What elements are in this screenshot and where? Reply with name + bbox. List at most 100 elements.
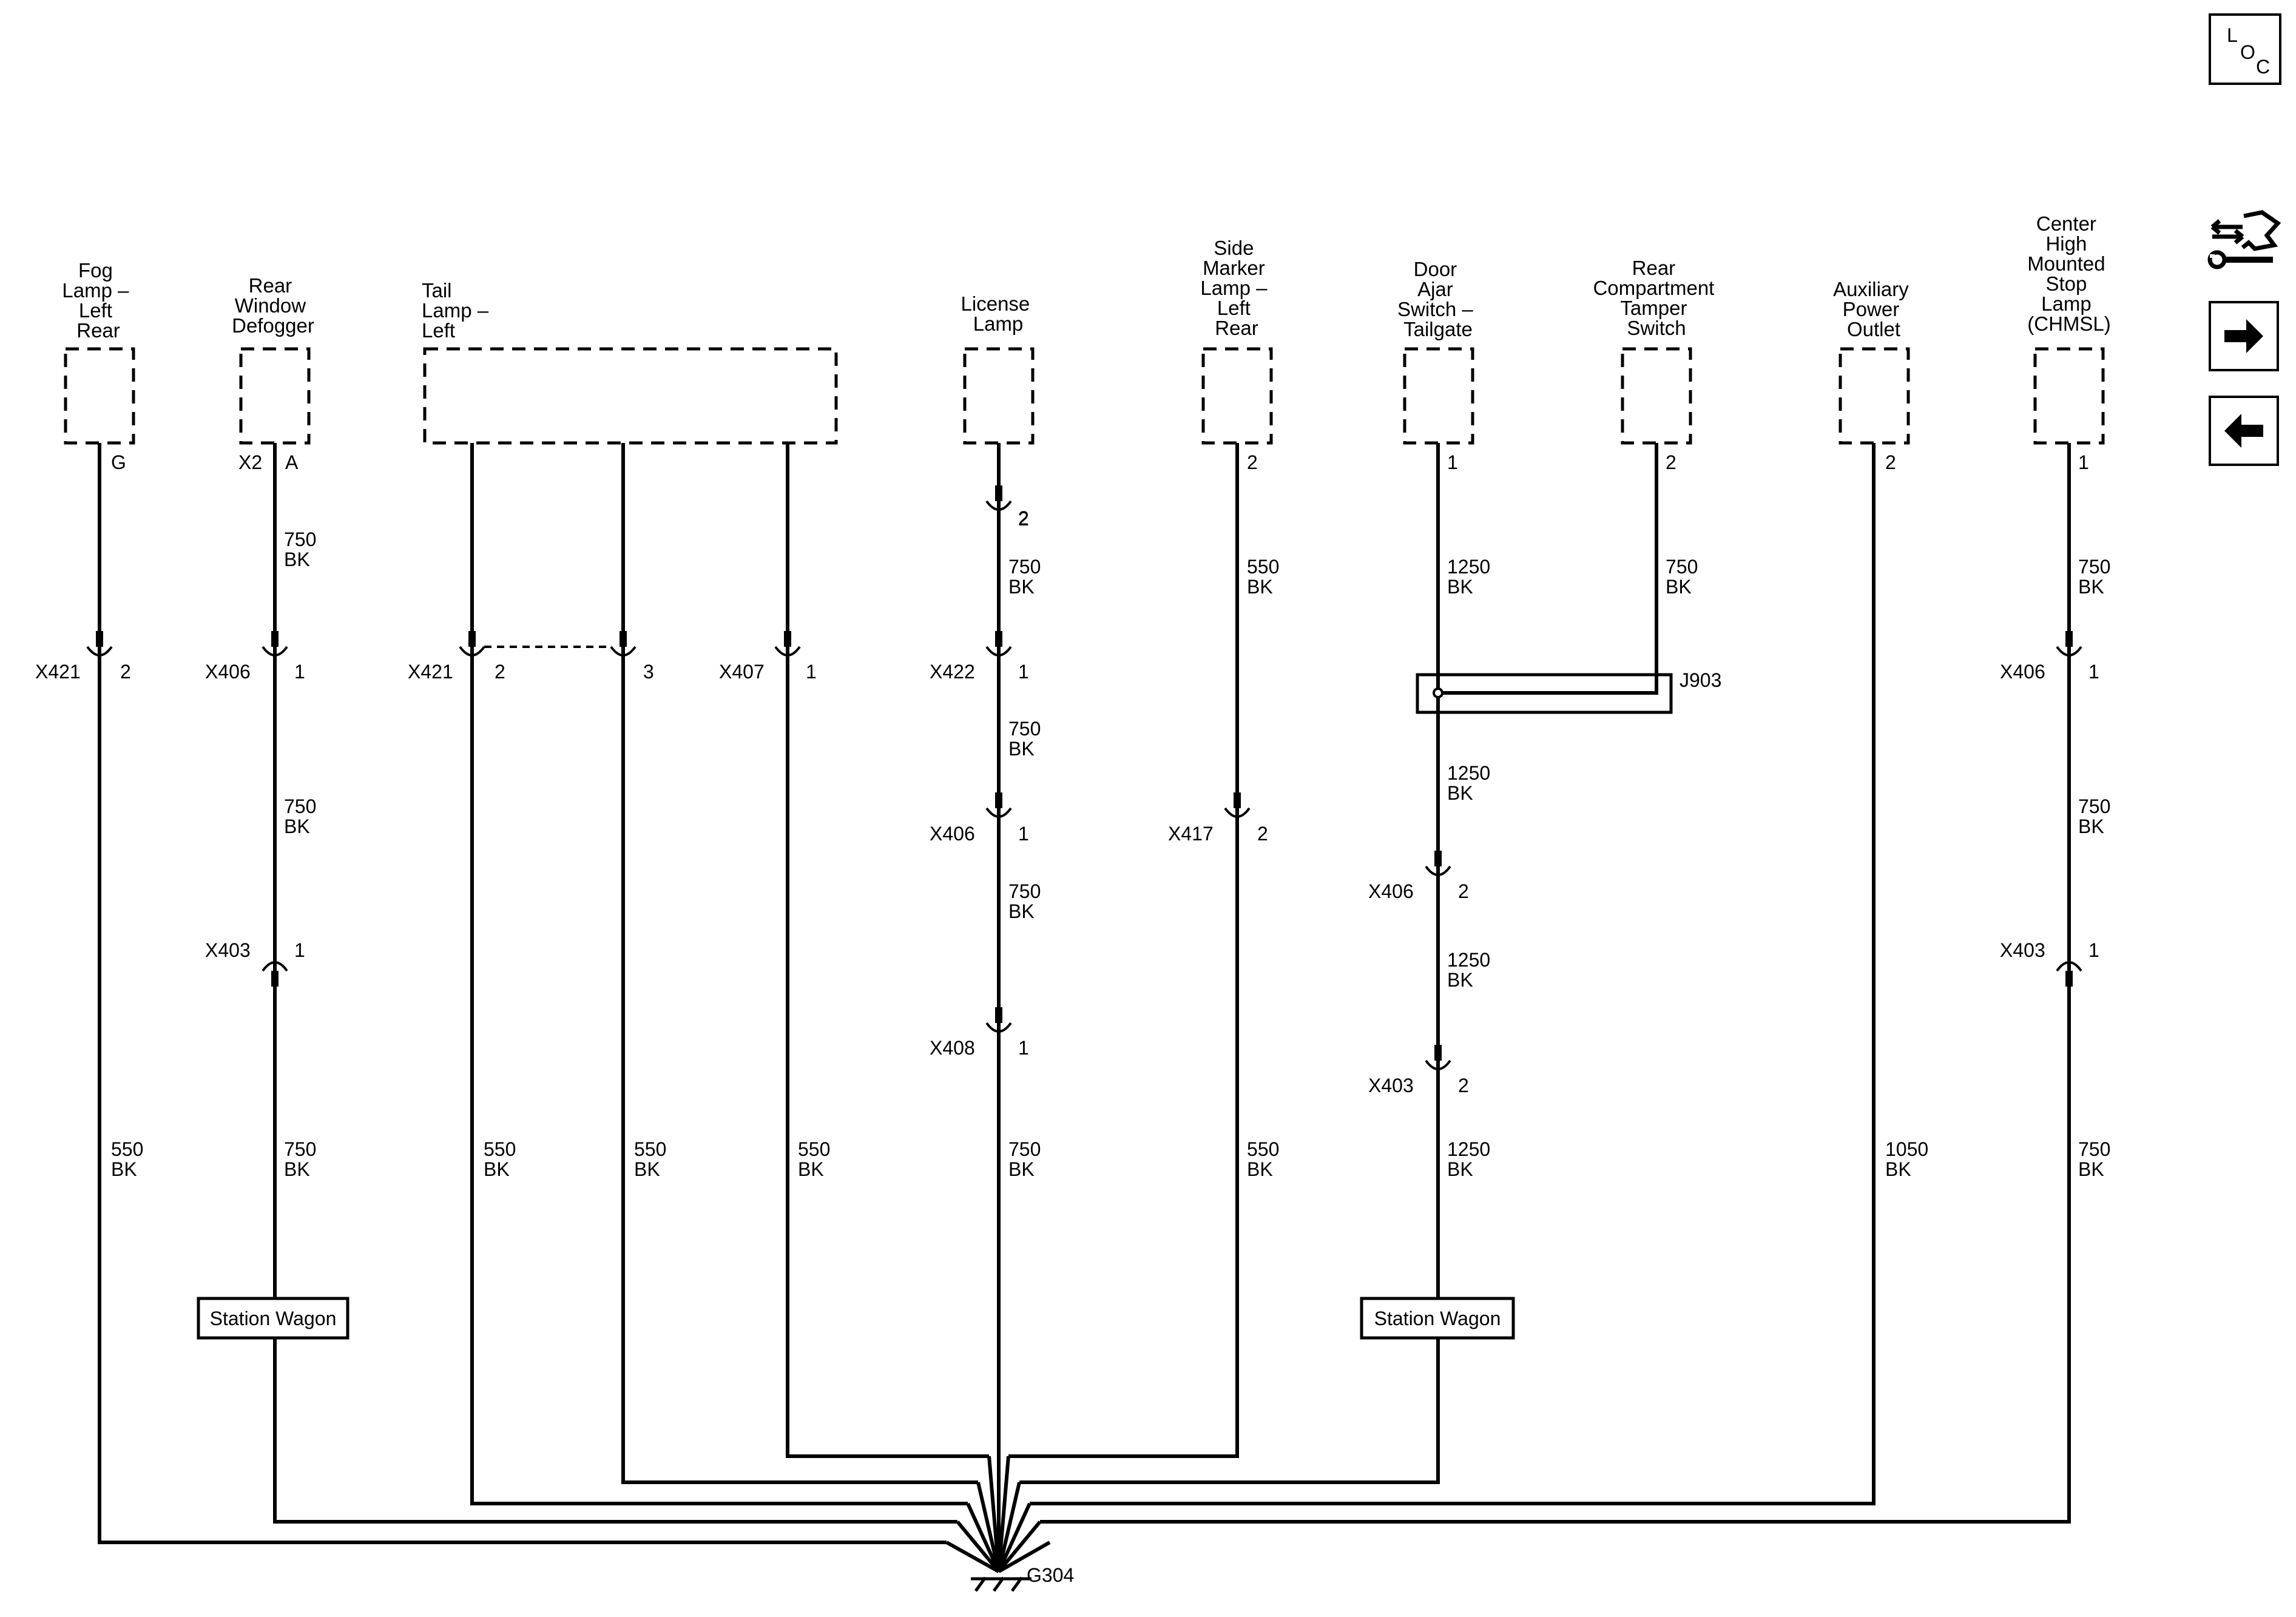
pin-label: 1 <box>1018 661 1029 683</box>
component-pins: G X2 A 2 2 1 2 2 1 <box>111 451 2089 529</box>
wire-tail-lamp-1[interactable] <box>470 443 968 1505</box>
connector-x408[interactable] <box>985 1007 1012 1033</box>
connector-x406-license[interactable] <box>985 792 1012 818</box>
previous-page-button[interactable] <box>2209 396 2279 466</box>
connector-license-pin2[interactable] <box>985 485 1012 511</box>
pin-label: 2 <box>1257 823 1268 845</box>
door-ajar-title: Door Ajar Switch – Tailgate <box>1397 258 1479 340</box>
aux-outlet-title: Auxiliary Power Outlet <box>1833 278 1914 340</box>
connector-label: X408 <box>930 1037 975 1059</box>
wire-side-marker[interactable] <box>1008 443 1239 1458</box>
connector-x421-fog[interactable] <box>86 631 113 657</box>
connector-x421-tail[interactable] <box>459 631 485 657</box>
wire-tamper-switch[interactable] <box>1438 443 1658 695</box>
component-titles: Fog Lamp – Left Rear Rear Window Defogge… <box>62 212 2110 342</box>
ground-symbol[interactable] <box>971 1576 1032 1592</box>
connector-x406-door[interactable] <box>1425 851 1451 876</box>
connector-label: X406 <box>205 661 251 683</box>
license-lamp-box[interactable] <box>963 347 1035 445</box>
tail-lamp-title: Tail Lamp – Left <box>422 279 494 342</box>
option-station-wagon-1[interactable]: Station Wagon <box>197 1297 349 1340</box>
option-label: Station Wagon <box>210 1308 337 1329</box>
pin-label: 1 <box>2088 661 2099 683</box>
tamper-switch-box[interactable] <box>1621 347 1692 445</box>
locator-button[interactable]: L O C <box>2209 13 2281 85</box>
connector-label: X406 <box>2000 661 2045 683</box>
pin-label: 2 <box>1247 451 1258 473</box>
connector-x406-chmsl[interactable] <box>2056 631 2082 657</box>
connector-label: X422 <box>930 661 975 683</box>
wire-defogger-lower[interactable] <box>273 1338 957 1524</box>
connector-x421-tail-pin3[interactable] <box>610 631 636 657</box>
fog-lamp-box[interactable] <box>64 347 135 445</box>
ground-label: G304 <box>1027 1564 1074 1586</box>
connector-tools-icon[interactable] <box>2206 205 2285 278</box>
side-marker-title: Side Marker Lamp – Left Rear <box>1200 237 1272 339</box>
wire-aux-outlet[interactable] <box>1030 443 1876 1505</box>
left-arrow-icon <box>2224 414 2263 448</box>
chmsl-title: Center High Mounted Stop Lamp (CHMSL) <box>2027 212 2111 335</box>
loc-letter-c: C <box>2256 56 2271 78</box>
connector-x406-defog[interactable] <box>262 631 288 657</box>
connector-label: X417 <box>1168 823 1214 845</box>
wire-fog-lamp[interactable] <box>98 443 947 1544</box>
connector-x403-defog[interactable] <box>262 961 288 987</box>
side-marker-box[interactable] <box>1201 347 1273 445</box>
pin-label: 2 <box>495 661 505 683</box>
pin-label: 1 <box>806 661 817 683</box>
wire-tail-lamp-3[interactable] <box>786 443 989 1458</box>
ground-fan <box>945 1456 1051 1573</box>
connector-label: X406 <box>1368 880 1414 902</box>
pin-label: 2 <box>1666 451 1676 473</box>
rear-defogger-title: Rear Window Defogger <box>232 274 314 337</box>
wire-door-ajar-lower[interactable] <box>1019 1338 1440 1484</box>
connector-x417[interactable] <box>1224 792 1251 818</box>
loc-letter-l: L <box>2227 24 2238 46</box>
connector-label: X407 <box>719 661 765 683</box>
option-label: Station Wagon <box>1374 1308 1501 1329</box>
wires <box>98 443 2071 1573</box>
connector-x407[interactable] <box>774 631 801 657</box>
pin-label: G <box>111 451 126 473</box>
connector-x422[interactable] <box>985 631 1012 657</box>
pin-label: 1 <box>294 661 305 683</box>
fog-lamp-title: Fog Lamp – Left Rear <box>62 259 134 342</box>
pin-label: 3 <box>643 661 654 683</box>
connector-label: X403 <box>2000 939 2045 961</box>
connector-x403-door[interactable] <box>1425 1045 1451 1070</box>
next-page-button[interactable] <box>2209 301 2279 371</box>
wire-chmsl[interactable] <box>1040 443 2071 1524</box>
option-station-wagon-2[interactable]: Station Wagon <box>1360 1297 1515 1340</box>
splice-j903[interactable] <box>1416 673 1673 714</box>
inline-connectors: X421 2 X406 1 X403 1 X421 2 3 <box>35 485 2099 1096</box>
connector-label: X421 <box>35 661 81 683</box>
door-ajar-switch-box[interactable] <box>1403 347 1474 445</box>
connector-label: X2 <box>238 451 262 473</box>
pin-label: 1 <box>294 939 305 961</box>
rear-defogger-box[interactable] <box>239 347 311 445</box>
tail-lamp-box[interactable] <box>423 347 838 445</box>
pin-label: 2 <box>1458 1075 1469 1096</box>
pin-label: 2 <box>120 661 131 683</box>
connector-x403-chmsl[interactable] <box>2056 961 2082 987</box>
chmsl-box[interactable] <box>2033 347 2105 445</box>
wire-tail-lamp-2[interactable] <box>621 443 978 1484</box>
aux-power-outlet-box[interactable] <box>1838 347 1910 445</box>
